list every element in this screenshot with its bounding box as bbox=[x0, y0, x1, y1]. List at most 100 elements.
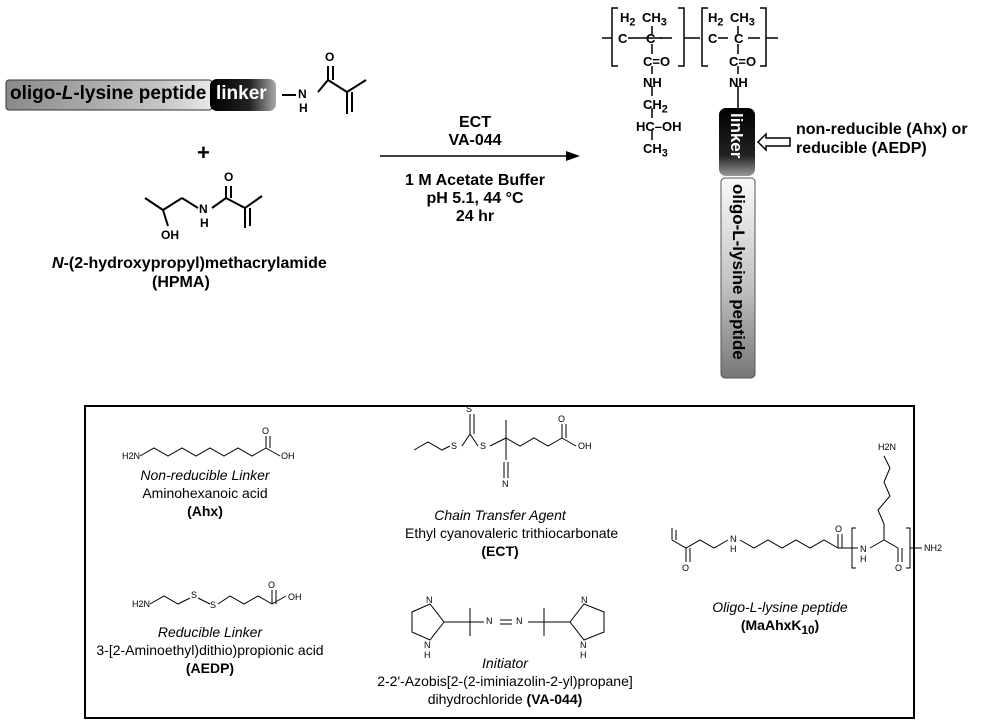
prod-nh-right: NH bbox=[729, 75, 748, 90]
hpma-h: H bbox=[200, 216, 209, 230]
amide-o: O bbox=[325, 50, 335, 64]
va-n2: N bbox=[581, 595, 588, 605]
ect-s2: S bbox=[480, 441, 487, 451]
ahx-caption: Non-reducible Linker Aminohexanoic acid … bbox=[120, 466, 290, 520]
prod-c4: C bbox=[734, 31, 744, 46]
product-linker-pill-shape bbox=[719, 108, 755, 176]
ect-name: Ethyl cyanovaleric trithiocarbonate bbox=[405, 525, 619, 541]
aedp-bonds bbox=[149, 590, 287, 605]
amide-n: N bbox=[298, 87, 307, 101]
aedp-name: 3-[2-Aminoethyl)dithio)propionic acid bbox=[96, 642, 324, 658]
ahx-italic: Non-reducible Linker bbox=[140, 467, 270, 483]
va044-italic: Initiator bbox=[482, 655, 528, 671]
prod-nh-left: NH bbox=[643, 75, 662, 90]
linker-pill: linker bbox=[216, 83, 267, 104]
prod-c2: C bbox=[646, 31, 656, 46]
aedp-o: O bbox=[268, 580, 276, 590]
ect-abbrev: (ECT) bbox=[481, 543, 519, 559]
condition-time: 24 hr bbox=[455, 208, 495, 225]
prod-ch3-left: CH3 bbox=[642, 10, 667, 29]
va044-abbrev: (VA-044) bbox=[526, 691, 583, 707]
condition-va044: VA-044 bbox=[448, 132, 502, 149]
aedp-oh: OH bbox=[288, 592, 302, 602]
condition-ect: ECT bbox=[459, 114, 491, 131]
conditions-above: ECT VA-044 bbox=[400, 114, 550, 150]
ahx-o: O bbox=[262, 426, 270, 436]
hpma-name-italic: N bbox=[52, 255, 64, 272]
hpma-o: O bbox=[224, 170, 234, 184]
aedp-s2: S bbox=[210, 600, 217, 610]
ahx-h2n: H2N bbox=[122, 451, 141, 461]
aedp-s1: S bbox=[191, 590, 198, 600]
amide-h: H bbox=[299, 101, 308, 115]
va044-caption: Initiator 2-2'-Azobis[2-(2-iminiazolin-2… bbox=[360, 654, 650, 708]
product-peptide-pill-shape bbox=[720, 177, 756, 379]
prod-ch3-right: CH3 bbox=[730, 10, 755, 29]
hpma-oh: OH bbox=[161, 228, 179, 242]
linker-pointer-arrow bbox=[756, 132, 791, 152]
va044-name: 2-2'-Azobis[2-(2-iminiazolin-2-yl)propan… bbox=[377, 673, 633, 689]
product-peptide-label: oligo-L-lysine peptide bbox=[729, 184, 748, 360]
peptide-caption: Oligo-L-lysine peptide (MaAhxK10) bbox=[680, 598, 880, 640]
linker-pill-shape bbox=[210, 79, 276, 111]
condition-ph-temp: pH 5.1, 44 °C bbox=[426, 190, 524, 207]
prod-h2-right: H2 bbox=[708, 10, 724, 29]
methacrylamide-bonds bbox=[282, 66, 367, 114]
prod-ch3-end: CH3 bbox=[643, 141, 668, 160]
polymer-backbone bbox=[602, 7, 778, 140]
annotation-line-2: reducible (AEDP) bbox=[796, 140, 927, 157]
ahx-abbrev: (Ahx) bbox=[187, 503, 223, 519]
va044-bonds bbox=[411, 603, 605, 641]
ahx-oh: OH bbox=[281, 451, 295, 461]
peptide-pill: oligo-L-lysine peptide bbox=[10, 83, 206, 105]
product-linker-label: linker bbox=[727, 113, 746, 159]
peptide-pill-suffix: -lysine peptide bbox=[73, 83, 207, 104]
condition-buffer: 1 M Acetate Buffer bbox=[405, 172, 545, 189]
peptide-abbrev: (MaAhxK10) bbox=[740, 617, 820, 637]
linker-annotation: non-reducible (Ahx) or reducible (AEDP) bbox=[796, 120, 968, 158]
pep-o3: O bbox=[895, 563, 903, 573]
prod-ch2-left: CH2 bbox=[643, 97, 668, 116]
hpma-abbrev: (HPMA) bbox=[152, 274, 210, 291]
hpma-name: N-(2-hydroxypropyl)methacrylamide bbox=[52, 255, 327, 273]
va-azo-n1: N bbox=[486, 616, 493, 626]
peptide-pill-italic: L bbox=[61, 83, 74, 104]
va-azo-n2: N bbox=[516, 616, 523, 626]
prod-h2-left: H2 bbox=[620, 10, 636, 29]
peptide-bonds bbox=[671, 455, 922, 569]
ect-italic: Chain Transfer Agent bbox=[434, 507, 566, 523]
ect-oh: OH bbox=[578, 441, 592, 451]
peptide-italic: Oligo-L-lysine peptide bbox=[712, 599, 848, 615]
annotation-line-1: non-reducible (Ahx) or bbox=[796, 121, 968, 138]
prod-co-left: C=O bbox=[643, 54, 671, 69]
hpma-n: N bbox=[199, 202, 208, 216]
ahx-bonds bbox=[139, 436, 281, 457]
ect-s-thione: S bbox=[466, 404, 473, 414]
pep-o1: O bbox=[682, 563, 690, 573]
aedp-h2n: H2N bbox=[132, 599, 151, 609]
plus-sign: + bbox=[197, 140, 210, 165]
aedp-caption: Reducible Linker 3-[2-Aminoethyl)dithio)… bbox=[90, 623, 330, 677]
ect-s1: S bbox=[451, 441, 458, 451]
ect-bonds bbox=[413, 414, 577, 478]
peptide-pill-prefix: oligo- bbox=[10, 83, 62, 104]
ect-caption: Chain Transfer Agent Ethyl cyanovaleric … bbox=[405, 506, 619, 560]
legend-box bbox=[84, 405, 915, 719]
hpma-name-rest: -(2-hydroxypropyl)methacrylamide bbox=[63, 255, 327, 272]
hpma-bonds bbox=[144, 186, 263, 228]
pep-o2: O bbox=[835, 524, 843, 534]
ect-n: N bbox=[502, 479, 509, 489]
prod-hcoh: HC–OH bbox=[636, 119, 682, 134]
ect-o: O bbox=[558, 414, 566, 424]
conditions-below: 1 M Acetate Buffer pH 5.1, 44 °C 24 hr bbox=[390, 172, 560, 226]
aedp-italic: Reducible Linker bbox=[157, 624, 263, 640]
va044-name2: dihydrochloride bbox=[427, 691, 527, 707]
pep-nh2: NH2 bbox=[924, 543, 943, 553]
va-n1: N bbox=[426, 595, 433, 605]
ahx-name: Aminohexanoic acid bbox=[142, 485, 268, 501]
